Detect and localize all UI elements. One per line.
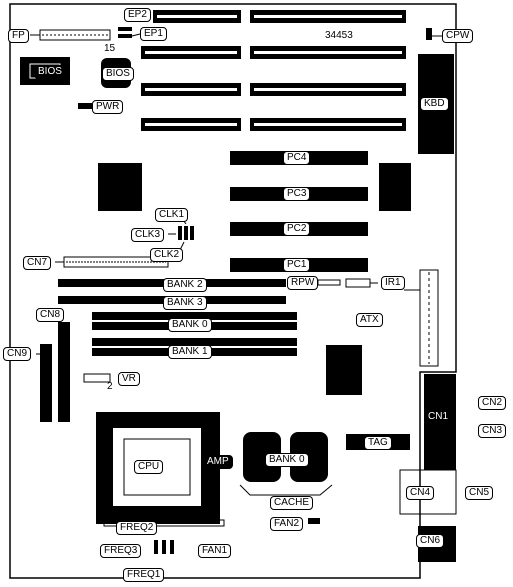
label-cpu: CPU [134,460,164,474]
label-cn8: CN8 [36,308,65,322]
label-kbd: KBD [420,97,449,111]
isa-slots [141,10,406,131]
label-freq2: FREQ2 [116,521,158,535]
label-cache: CACHE [270,496,314,510]
label-clk1: CLK1 [155,208,189,222]
rpw-header [317,279,341,286]
label-bank2: BANK 2 [163,278,207,292]
label-cache-bank0: BANK 0 [265,453,309,467]
cn9-header [40,344,52,422]
board-outline [9,3,457,579]
freq-jumpers [154,540,174,554]
ep1-jumper [118,34,132,38]
label-pwr: PWR [92,100,124,114]
label-cn3: CN3 [478,424,507,438]
label-amp: AMP [203,455,233,469]
label-cn4: CN4 [406,486,435,500]
label-freq1: FREQ1 [123,568,165,582]
label-rpw: RPW [287,276,319,290]
label-bios-left: BIOS [34,65,66,79]
label-fan2: FAN2 [270,517,304,531]
chipset-chips [98,163,411,395]
label-pc3: PC3 [283,187,311,201]
cache-chip-right [290,432,328,482]
label-bios-right: BIOS [102,67,134,81]
label-cpw: CPW [442,29,474,43]
label-ep1: EP1 [140,27,167,41]
label-cn7: CN7 [23,256,52,270]
label-bank0: BANK 0 [168,318,212,332]
label-tag: TAG [364,436,392,450]
label-ep2: EP2 [124,8,151,22]
label-bank3: BANK 3 [163,296,207,310]
atx-connector [419,269,439,367]
label-cn9: CN9 [3,347,32,361]
label-cn5: CN5 [465,486,494,500]
pwr-jumper [78,103,92,109]
label-bank1: BANK 1 [168,345,212,359]
cpw-jumper [426,28,432,40]
label-atx: ATX [356,313,383,327]
label-vr: VR [118,372,140,386]
clk-jumpers [178,226,194,240]
label-fan1: FAN1 [198,544,232,558]
pci-slots [230,151,368,272]
vr-pin-number: 2 [107,381,113,392]
fan2-header [308,518,320,524]
label-ir1: IR1 [381,276,405,290]
label-clk3: CLK3 [131,228,165,242]
label-freq3: FREQ3 [100,544,142,558]
cache-chip-left [243,432,281,482]
label-cn1: CN1 [424,410,453,424]
label-fp: FP [8,29,29,43]
label-clk2: CLK2 [150,248,184,262]
board-number: 34453 [325,30,353,41]
ir1-header [345,278,371,288]
pin-number: 15 [104,43,116,54]
label-pc2: PC2 [283,222,311,236]
cn4-connector [399,469,457,515]
ep2-jumper [118,27,132,31]
vr-header [83,373,111,383]
label-cn2: CN2 [478,396,507,410]
label-pc1: PC1 [283,258,311,272]
label-cn6: CN6 [416,534,445,548]
label-pc4: PC4 [283,151,311,165]
cn8-header [58,322,70,422]
